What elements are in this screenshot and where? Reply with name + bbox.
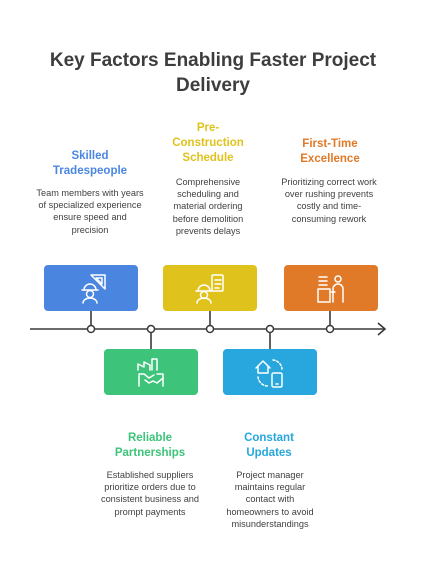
factor-card-first-time-excellence <box>284 265 378 311</box>
factor-heading-skilled-tradespeople: Skilled Tradespeople <box>52 150 128 177</box>
worker-desk-icon <box>317 275 344 303</box>
timeline-arrowhead <box>377 322 387 336</box>
worker-checklist-icon <box>195 274 224 304</box>
factor-description-pre-construction-schedule: Comprehensive scheduling and material or… <box>172 177 244 236</box>
timeline-dot-5 <box>325 324 335 334</box>
house-phone-icon <box>255 359 283 388</box>
factor-heading-pre-construction-schedule: Pre-Construction Schedule <box>172 122 244 164</box>
factor-description-constant-updates: Project manager maintains regular contac… <box>226 470 314 529</box>
factor-card-skilled-tradespeople <box>44 265 138 311</box>
factor-heading-constant-updates: Constant Updates <box>244 432 294 459</box>
factor-description-skilled-tradespeople: Team members with years of specialized e… <box>36 188 144 235</box>
factor-card-constant-updates <box>223 349 317 395</box>
factor-heading-first-time-excellence: First-Time Excellence <box>300 138 360 165</box>
factor-card-pre-construction-schedule <box>163 265 257 311</box>
handshake-factory-icon <box>137 358 164 387</box>
factor-description-reliable-partnerships: Established suppliers prioritize orders … <box>100 470 200 517</box>
timeline-dot-3 <box>205 324 215 334</box>
factor-description-first-time-excellence: Prioritizing correct work over rushing p… <box>281 177 377 224</box>
diagram-title: Key Factors Enabling Faster Project Deli… <box>49 50 377 96</box>
worker-blueprint-icon <box>81 274 106 304</box>
timeline-dot-4 <box>265 324 275 334</box>
timeline-dot-1 <box>86 324 96 334</box>
factor-heading-reliable-partnerships: Reliable Partnerships <box>114 432 186 459</box>
timeline-dot-2 <box>146 324 156 334</box>
factor-card-reliable-partnerships <box>104 349 198 395</box>
